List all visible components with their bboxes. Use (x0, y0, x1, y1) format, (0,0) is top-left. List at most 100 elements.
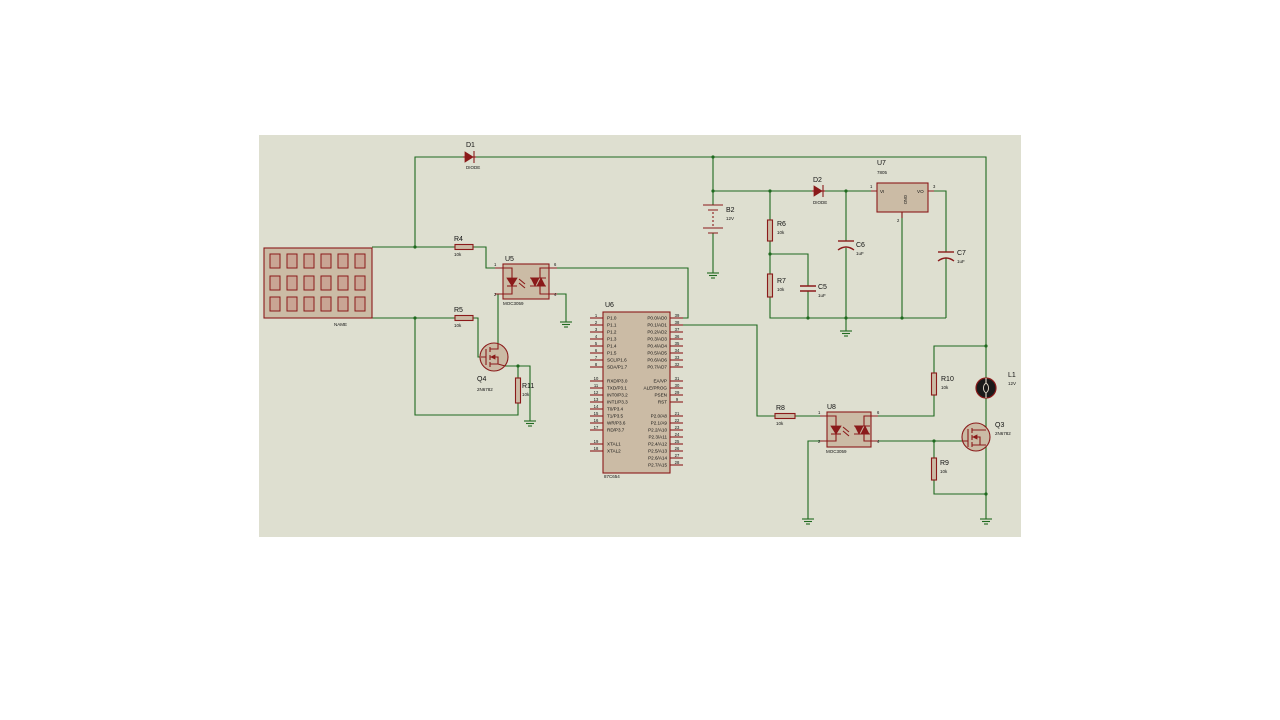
regulator-u7: U7 7805 VI VO GND 1 3 2 (870, 160, 936, 223)
r7-value: 10k (777, 287, 785, 292)
u6-pin-label: P1.3 (607, 337, 617, 342)
u6-pin-number: 29 (675, 390, 680, 395)
sensor-cell (286, 253, 298, 269)
u8-pin4: 4 (877, 439, 880, 444)
wire-r6-r7 (769, 191, 946, 319)
sensor-cell (337, 275, 349, 291)
r7-ref: R7 (777, 278, 786, 285)
r9-value: 10k (940, 469, 948, 474)
u6-pin-number: 28 (675, 460, 680, 465)
u6-pin-number: 12 (594, 390, 599, 395)
u6-pin-label: P0.0/AD0 (647, 316, 667, 321)
u6-pin-number: 15 (594, 411, 599, 416)
diode-icon (813, 185, 823, 197)
u6-pin-number: 4 (595, 334, 598, 339)
r11-ref: R11 (522, 383, 534, 390)
u6-pin-label: P1.0 (607, 316, 617, 321)
ground-icon (840, 330, 852, 337)
u8-pin2: 2 (818, 439, 821, 444)
u6-pin-label: P2.6/A14 (648, 456, 667, 461)
sensor-block: NAME (263, 247, 373, 327)
resistor-r9: R9 10k (930, 457, 949, 481)
u6-pin-number: 18 (594, 446, 599, 451)
u6-pin-number: 23 (675, 425, 680, 430)
r5-value: 10k (454, 323, 462, 328)
u6-pin-label: P2.7/A15 (648, 463, 667, 468)
r5-ref: R5 (454, 307, 463, 314)
wire-c5 (770, 253, 809, 318)
r4-ref: R4 (454, 236, 463, 243)
u6-pin-label: XTAL1 (607, 442, 621, 447)
u7-ref: U7 (877, 160, 886, 167)
u6-pin-number: 2 (595, 320, 598, 325)
sensor-cell (320, 253, 332, 269)
u6-pin-label: P1.2 (607, 330, 617, 335)
wire-u8-ground (807, 440, 820, 519)
junction (932, 439, 936, 443)
u6-pin-label: INT0/P3.2 (607, 393, 628, 398)
wire-u5-to-u6 (557, 267, 689, 319)
b2-ref: B2 (726, 207, 735, 214)
junction (413, 245, 417, 249)
u6-pin-number: 36 (675, 334, 680, 339)
u6-pin-label: T1/P3.5 (607, 414, 624, 419)
u6-pin-number: 17 (594, 425, 599, 430)
d1-value: DIODE (466, 165, 480, 170)
u6-pin-label: SDA/P1.7 (607, 365, 628, 370)
u6-pin-number: 6 (595, 348, 598, 353)
resistor-r11: R11 10k (514, 377, 534, 404)
u6-pin-number: 31 (675, 376, 680, 381)
sensor-cells (269, 253, 366, 312)
u8-ref: U8 (827, 404, 836, 411)
r10-ref: R10 (941, 376, 954, 383)
r8-value: 10k (776, 421, 784, 426)
u6-pin-label: ALE/PROG (644, 386, 668, 391)
c6-value: 1uF (856, 251, 864, 256)
u6-pin-number: 24 (675, 432, 680, 437)
u6-pin-number: 27 (675, 453, 680, 458)
u6-pin-label: P2.3/A11 (648, 435, 667, 440)
junction (984, 492, 988, 496)
resistor-r6: R6 10k (766, 219, 786, 242)
u6-pin-label: P0.7/AD7 (647, 365, 667, 370)
sensor-label: NAME (334, 322, 347, 327)
mosfet-q4: Q4 2N6782 (477, 342, 509, 392)
l1-ref: L1 (1008, 372, 1016, 379)
u6-pin-number: 32 (675, 362, 680, 367)
wire-u5-ground (557, 293, 567, 322)
u6-pin-label: P1.1 (607, 323, 617, 328)
u7-pin-in: 1 (870, 184, 873, 189)
junction (516, 364, 520, 368)
junction (900, 316, 904, 320)
u6-pin-number: 33 (675, 355, 680, 360)
sensor-cell (354, 296, 366, 312)
u6-pin-number: 38 (675, 320, 680, 325)
u6-pin-label: TXD/P3.1 (607, 386, 627, 391)
junction (413, 316, 417, 320)
u6-pin-label: XTAL2 (607, 449, 621, 454)
wire-r9 (933, 441, 986, 495)
sensor-cell (320, 275, 332, 291)
u6-pin-number: 8 (595, 362, 598, 367)
wire-u7-out-c7 (934, 190, 947, 318)
u6-pin-number: 5 (595, 341, 598, 346)
u7-vo-label: VO (917, 189, 924, 194)
r8-ref: R8 (776, 405, 785, 412)
u6-pin-number: 39 (675, 313, 680, 318)
junction (711, 189, 715, 193)
u6-pin-label: P0.5/AD5 (647, 351, 667, 356)
ground-icon (560, 321, 572, 328)
sensor-cell (354, 275, 366, 291)
r4-value: 10k (454, 252, 462, 257)
ground-icon (524, 420, 536, 427)
u6-pin-number: 14 (594, 404, 599, 409)
u6-ref: U6 (605, 302, 614, 309)
u6-pin-number: 22 (675, 418, 680, 423)
u8-pin6: 6 (877, 410, 880, 415)
sensor-cell (269, 275, 281, 291)
u6-pin-number: 7 (595, 355, 598, 360)
u5-pin6: 6 (554, 262, 557, 267)
resistor-r4: R4 10k (454, 236, 474, 257)
u6-pin-label: INT1/P3.3 (607, 400, 628, 405)
